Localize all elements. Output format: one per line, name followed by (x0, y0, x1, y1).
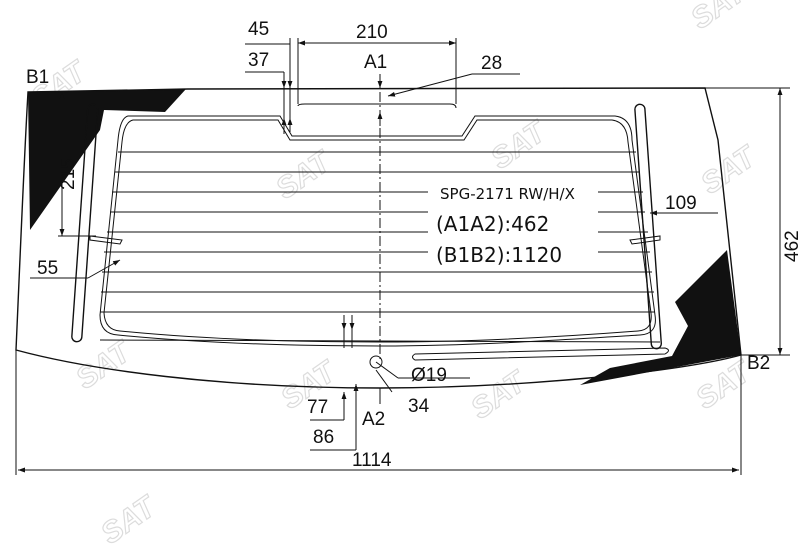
tint-area-right (580, 250, 741, 385)
dimension-label-37: 37 (248, 50, 269, 71)
hole-marker (369, 355, 383, 369)
watermark-group: SAT SAT SAT SAT SAT SAT SAT SAT SAT SAT (24, 0, 764, 550)
dimension-label-34: 34 (408, 396, 430, 417)
dimension-label-86: 86 (313, 427, 334, 448)
watermark-text: SAT (465, 364, 533, 426)
heating-area (99, 115, 656, 347)
point-label-a2: A2 (362, 409, 385, 430)
watermark-text: SAT (485, 114, 553, 176)
dimension-label-1114: 1114 (352, 450, 392, 471)
watermark-text: SAT (685, 0, 753, 36)
spec-b1b2: (B1B2):1120 (436, 243, 562, 267)
dimension-label-215: 215 (58, 158, 79, 190)
spec-a1a2: (A1A2):462 (436, 212, 549, 236)
dimension-label-19: Ø19 (411, 365, 447, 386)
clip-left (89, 235, 123, 245)
watermark-text: SAT (695, 139, 763, 201)
point-label-b1: B1 (26, 67, 49, 88)
heating-area-inner (103, 119, 652, 343)
info-box-background (428, 178, 598, 270)
part-code: SPG-2171 RW/H/X (440, 185, 575, 203)
watermark-text: SAT (270, 144, 338, 206)
dimension-label-45: 45 (248, 19, 269, 40)
dimension-label-28: 28 (481, 53, 502, 74)
point-label-a1: A1 (364, 52, 387, 73)
top-notch (297, 103, 457, 109)
dimension-lines (15, 38, 790, 475)
bus-bar-left (71, 103, 99, 343)
dimension-label-462: 462 (782, 230, 800, 262)
dimension-label-77: 77 (307, 397, 328, 418)
dimension-label-210: 210 (356, 22, 388, 43)
glass-outline (15, 87, 742, 389)
dimension-label-109: 109 (665, 193, 697, 214)
bottom-strip (412, 347, 669, 361)
tint-area-left (28, 89, 186, 230)
clip-right (629, 235, 661, 245)
heater-lines (100, 151, 655, 313)
dimension-label-55: 55 (37, 258, 58, 279)
watermark-text: SAT (95, 489, 163, 550)
point-label-b2: B2 (747, 353, 770, 374)
